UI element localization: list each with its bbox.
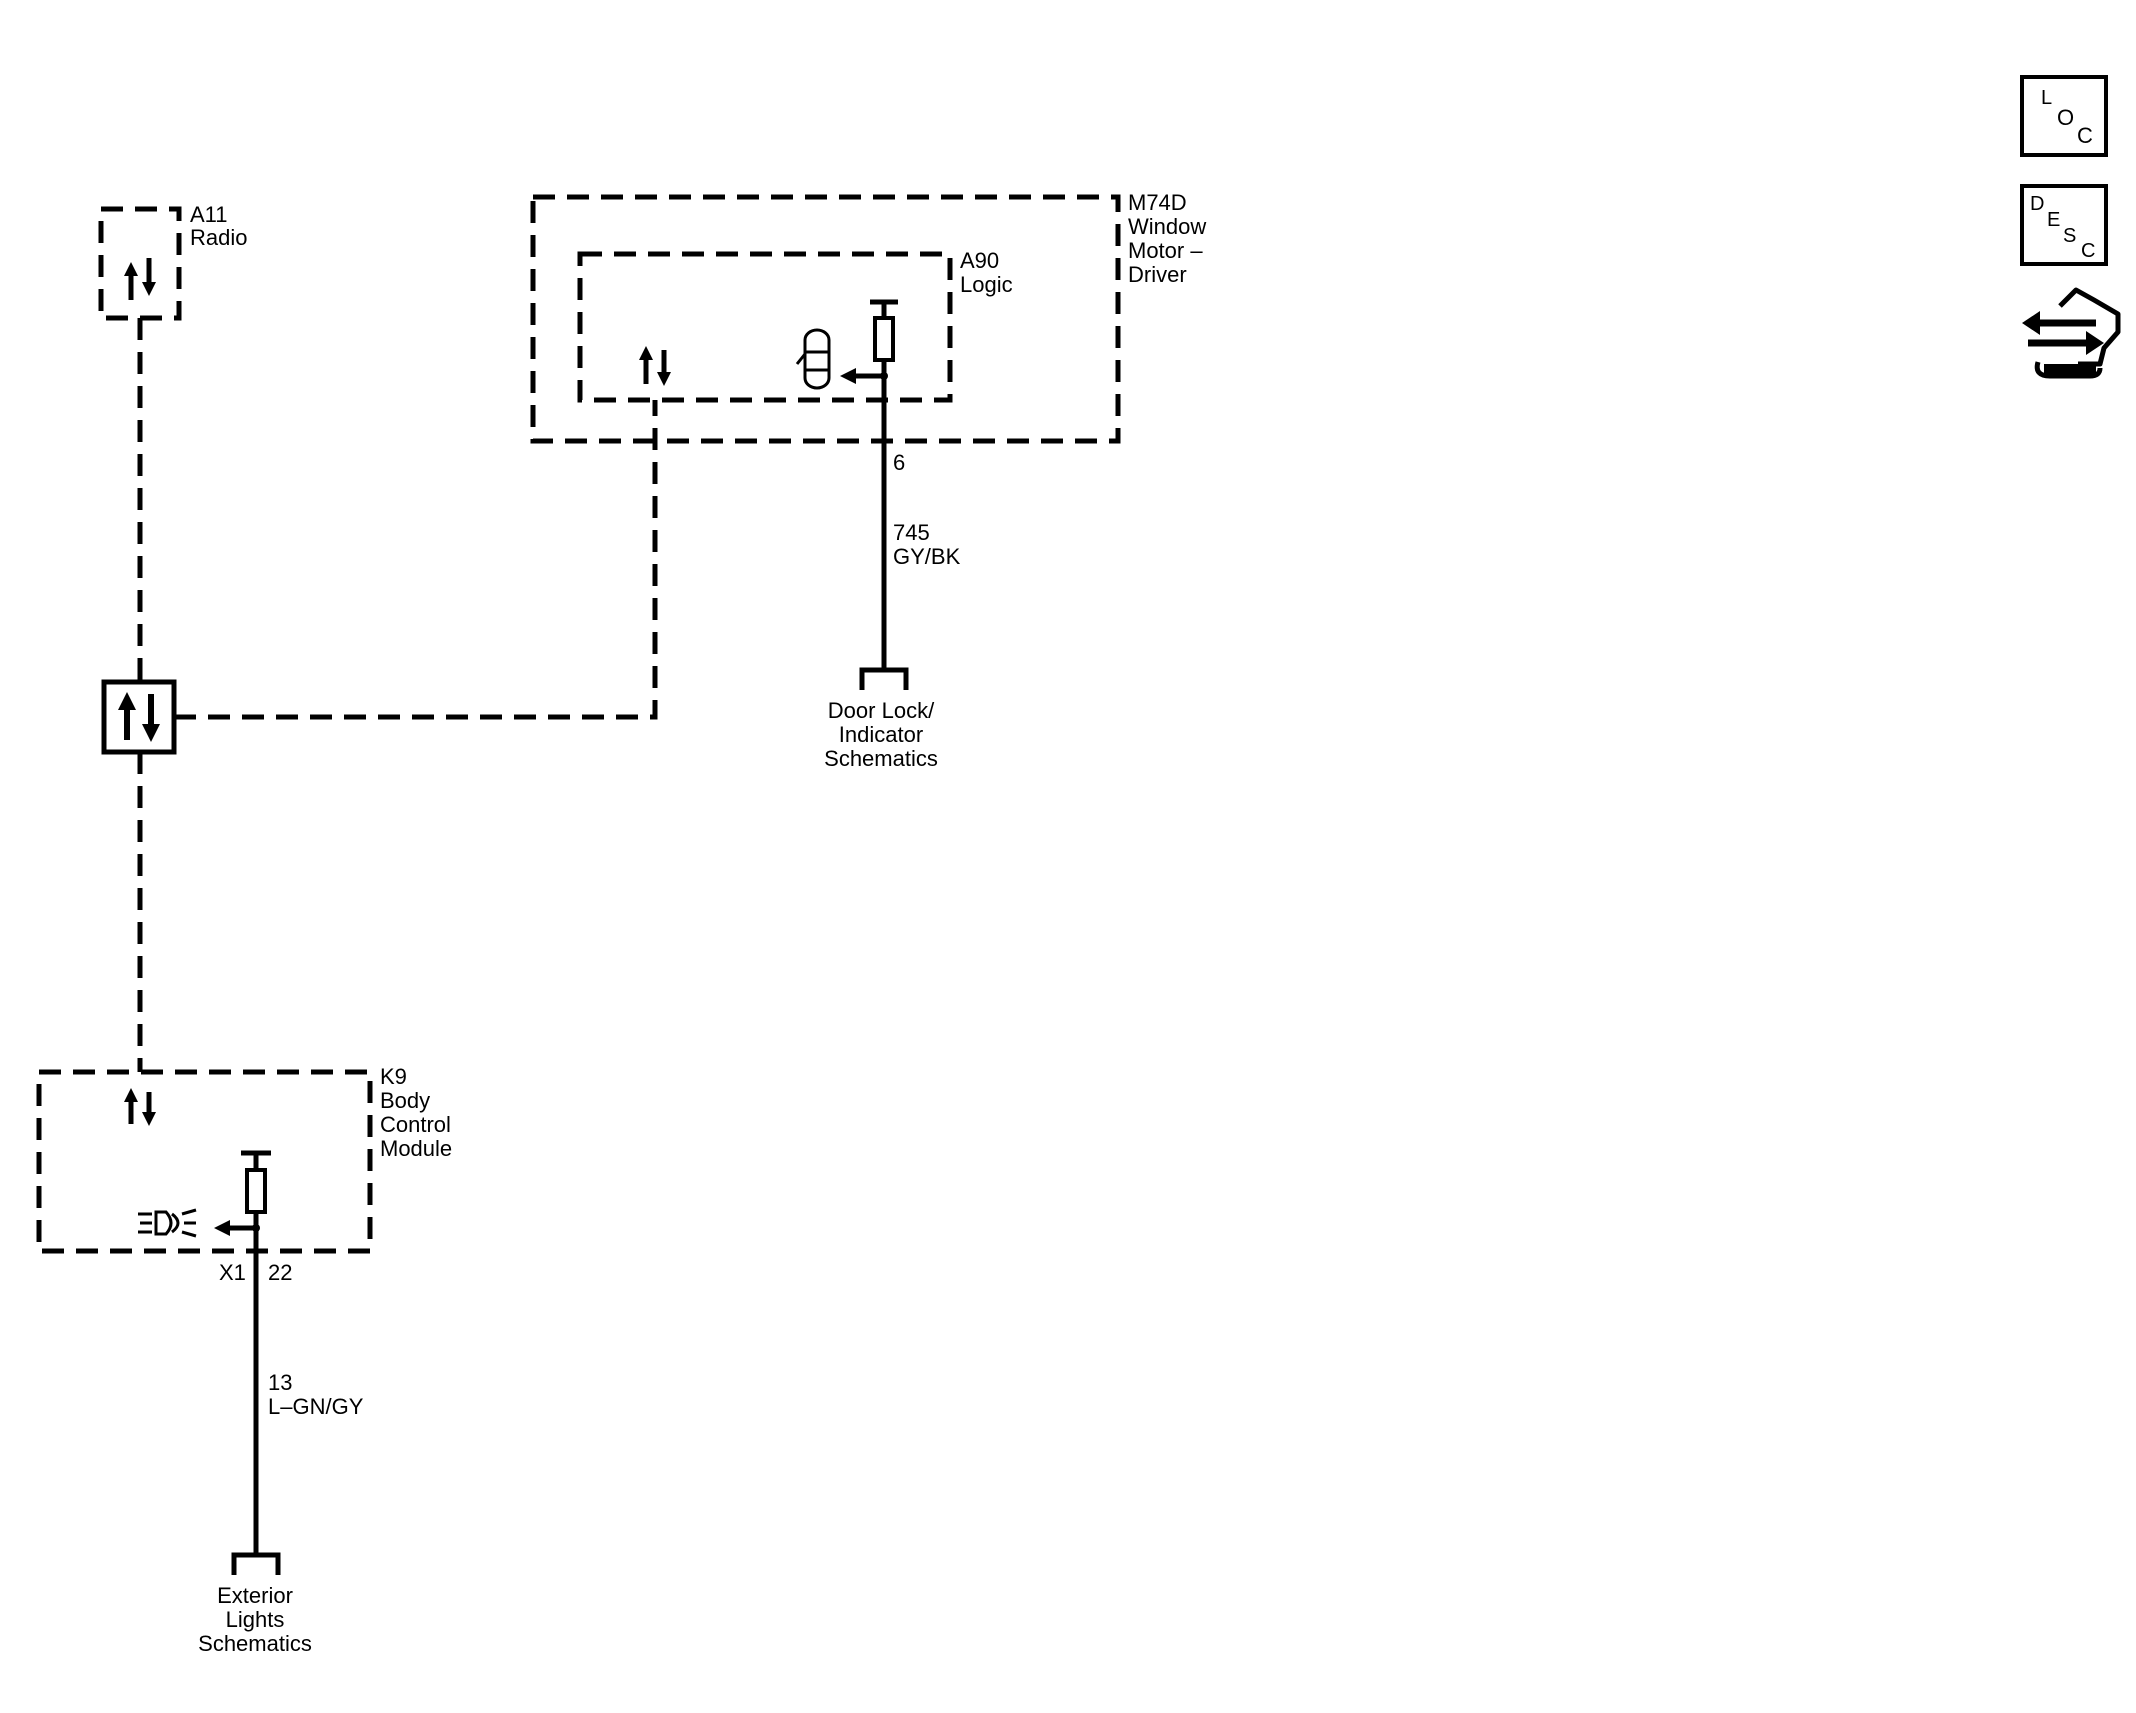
door-lock-ref-line-3: Schematics	[824, 746, 938, 771]
desc-icon-letter-c: C	[2081, 240, 2095, 262]
circuit-745-number: 745	[893, 520, 930, 545]
a90-name-label: Logic	[960, 272, 1013, 297]
loc-icon-letter-o: O	[2057, 105, 2074, 130]
car-door-icon	[795, 328, 831, 390]
a90-data-link	[174, 400, 658, 720]
a11-module-outline	[98, 206, 182, 321]
k9-bidirectional-arrows-icon	[124, 1088, 156, 1126]
headlamp-icon	[138, 1208, 197, 1238]
m74d-window-motor-module: M74D Window Motor – Driver A90 Logic	[530, 190, 1206, 444]
desc-icon-letter-d: D	[2030, 193, 2044, 215]
serial-data-splice	[101, 679, 177, 755]
k9-pin-label: 22	[268, 1260, 292, 1285]
a11-radio-module: A11 Radio	[98, 202, 247, 321]
loc-icon-letter-l: L	[2041, 87, 2052, 109]
door-lock-ref-line-1: Door Lock/	[828, 698, 935, 723]
exterior-lights-ref-line-2: Lights	[226, 1607, 285, 1632]
k9-connector-label: X1	[219, 1260, 246, 1285]
m74d-name-line-3: Driver	[1128, 262, 1187, 287]
a90-pull-up-switch-icon	[840, 299, 898, 384]
splice-box	[101, 679, 177, 755]
m74d-ref-label: M74D	[1128, 190, 1187, 215]
circuit-13-color: L–GN/GY	[268, 1394, 364, 1419]
k9-module-outline	[36, 1069, 373, 1254]
k9-ref-label: K9	[380, 1064, 407, 1089]
connector-hand-icon[interactable]	[2022, 287, 2121, 379]
a90-ref-label: A90	[960, 248, 999, 273]
a90-pin-label: 6	[893, 450, 905, 475]
circuit-13-number: 13	[268, 1370, 292, 1395]
splice-bidirectional-arrows-icon	[118, 692, 160, 742]
exterior-lights-reference-connector	[231, 1552, 281, 1575]
desc-icon-letter-s: S	[2063, 225, 2076, 247]
a90-bidirectional-arrows-icon	[639, 346, 671, 386]
k9-name-line-3: Module	[380, 1136, 452, 1161]
exterior-lights-ref-line-3: Schematics	[198, 1631, 312, 1656]
m74d-module-outline	[530, 194, 1121, 444]
door-lock-reference-connector	[859, 667, 909, 690]
a11-bidirectional-arrows-icon	[124, 258, 156, 300]
exterior-lights-reference[interactable]: Exterior Lights Schematics	[198, 1552, 312, 1656]
k9-pull-up-switch-icon	[214, 1150, 271, 1236]
a11-ref-label: A11	[190, 202, 228, 227]
a11-name-label: Radio	[190, 225, 247, 250]
a90-module-outline	[577, 251, 953, 403]
k9-name-line-2: Control	[380, 1112, 451, 1137]
loc-icon[interactable]: L O C	[2020, 75, 2108, 157]
circuit-745-color: GY/BK	[893, 544, 961, 569]
m74d-name-line-2: Motor –	[1128, 238, 1203, 263]
exterior-lights-ref-line-1: Exterior	[217, 1583, 293, 1608]
a90-logic-module: A90 Logic	[577, 248, 1013, 403]
loc-icon-letter-c: C	[2077, 123, 2093, 148]
door-lock-reference[interactable]: Door Lock/ Indicator Schematics	[824, 667, 938, 771]
k9-body-control-module: K9 Body Control Module	[36, 1064, 452, 1254]
m74d-name-line-1: Window	[1128, 214, 1206, 239]
k9-name-line-1: Body	[380, 1088, 430, 1113]
desc-icon[interactable]: D E S C	[2020, 184, 2108, 266]
door-lock-ref-line-2: Indicator	[839, 722, 923, 747]
desc-icon-letter-e: E	[2047, 209, 2060, 231]
